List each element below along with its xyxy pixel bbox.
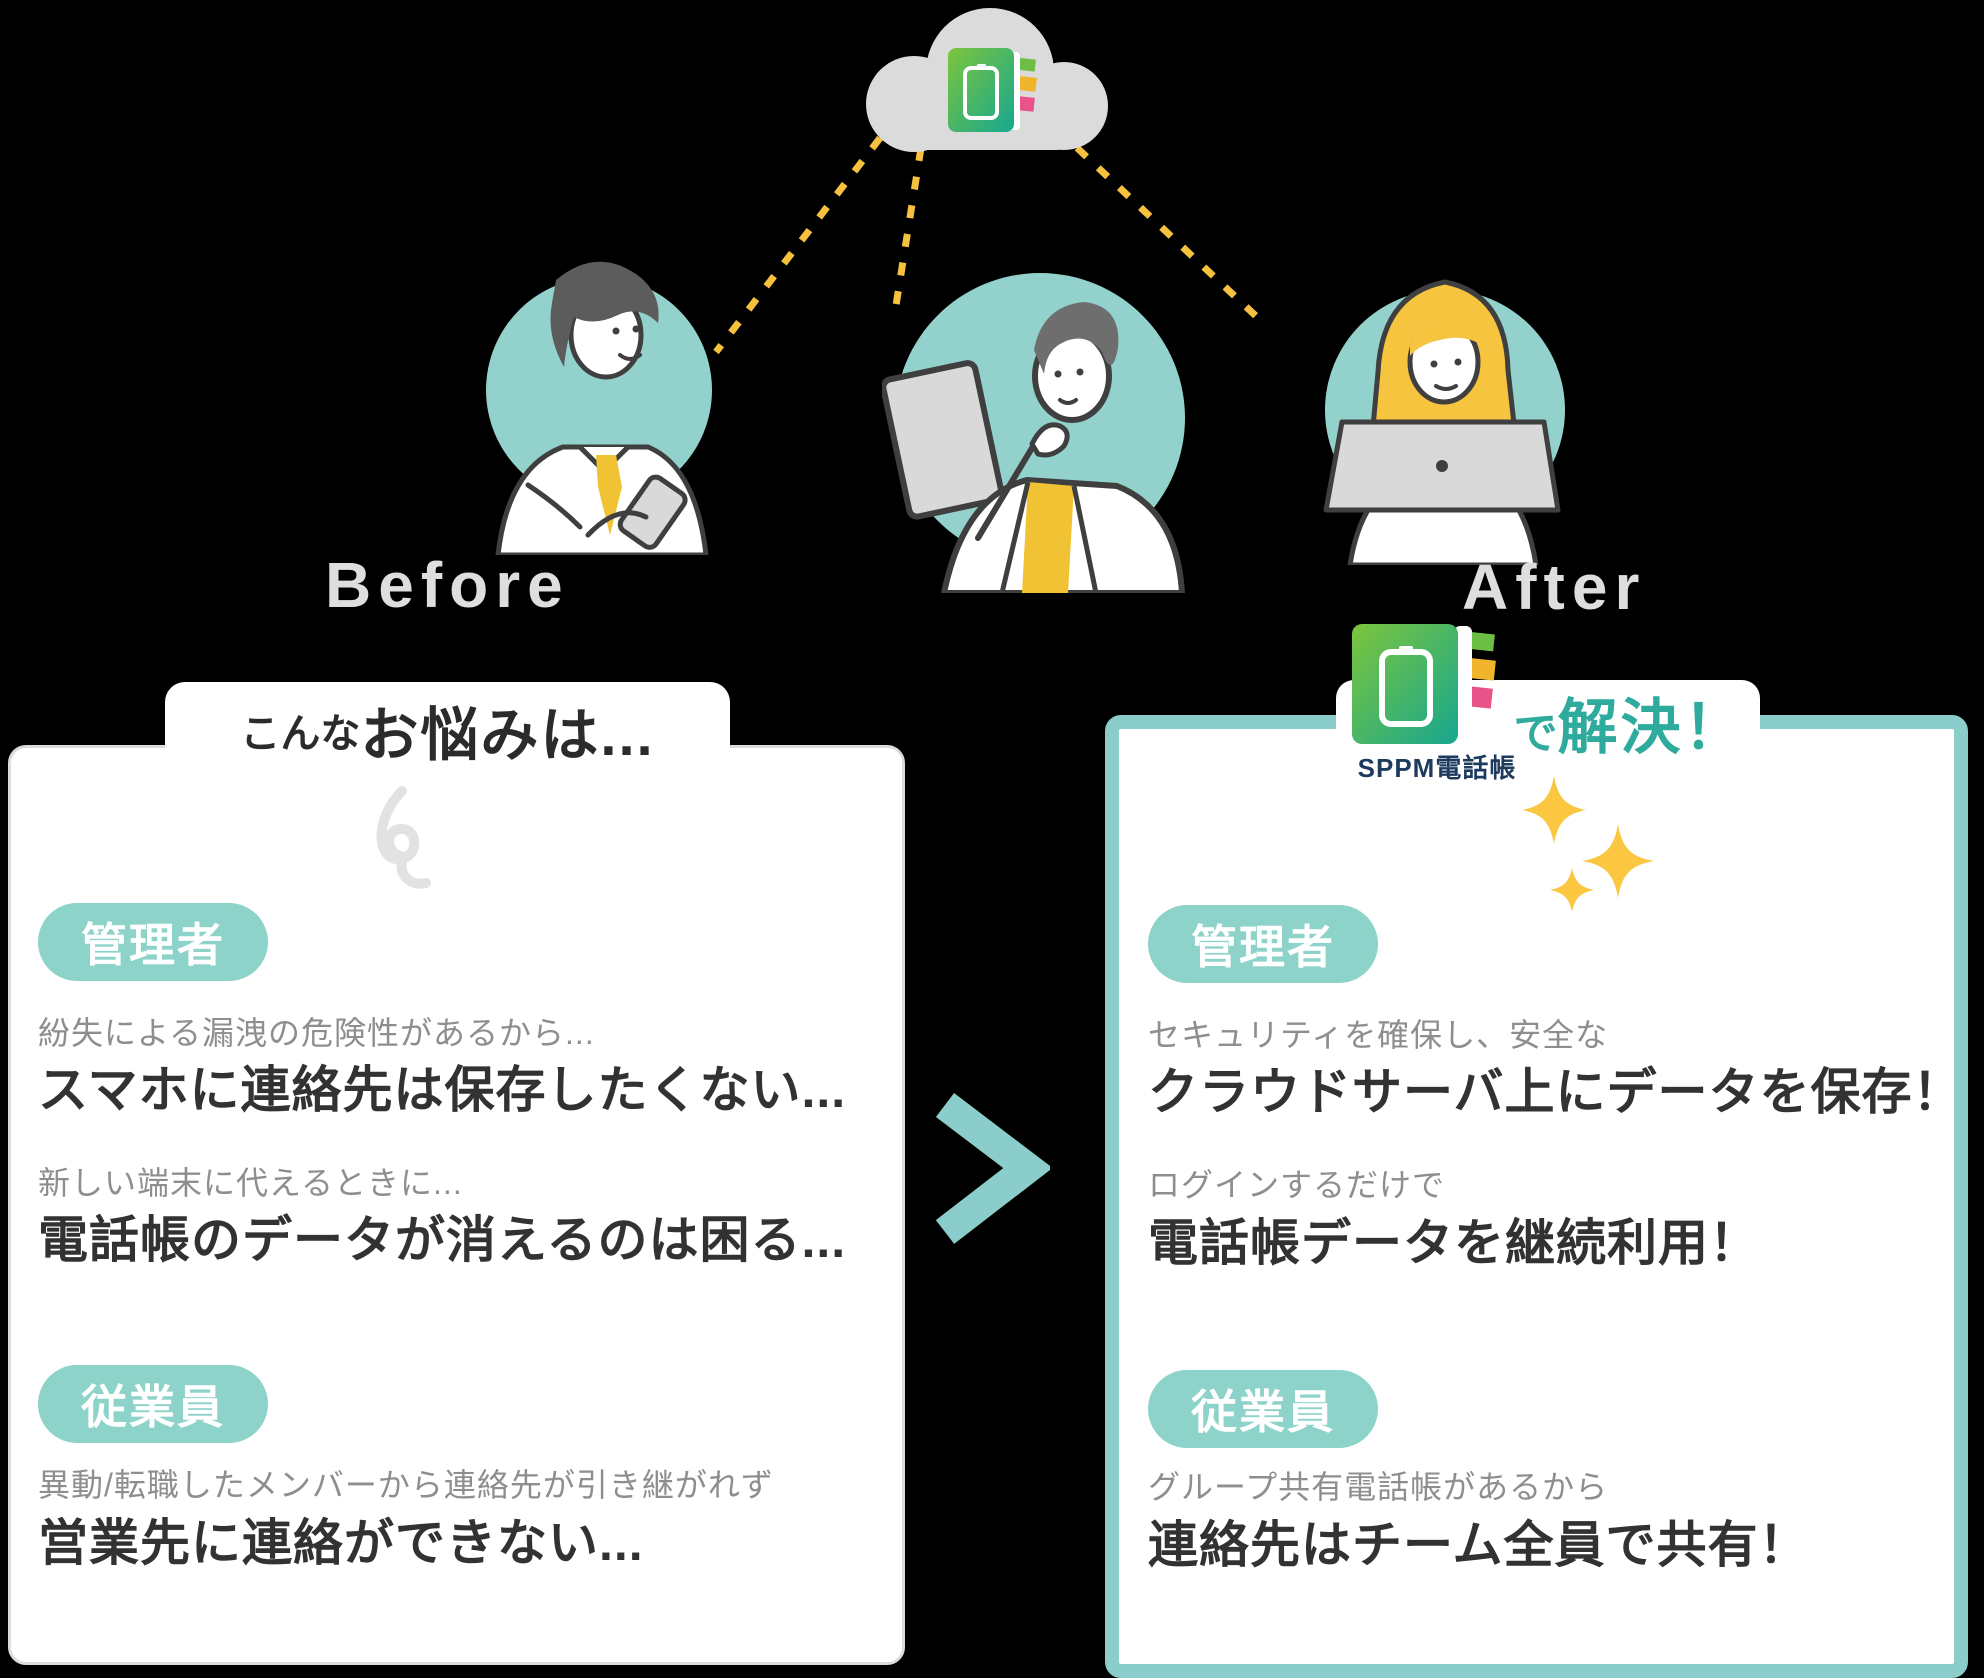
solution-title-main: 解決！ [1557,694,1747,761]
woman-with-laptop-illustration [1323,279,1565,565]
problem-main-text: スマホに連絡先は保存したくない... [38,1062,847,1118]
man-with-tablet-illustration [882,273,1186,593]
solution-main-text: 電話帳データを継続利用！ [1148,1215,1760,1271]
solution-main-text: クラウドサーバ上にデータを保存！ [1148,1064,1964,1120]
chevron-right-icon [935,1093,1050,1244]
solution-main-text: 連絡先はチーム全員で共有！ [1148,1517,1810,1573]
man-with-smartphone-illustration [486,261,712,555]
problems-card [8,745,905,1665]
after-label: After [1462,551,1647,623]
problem-main-text: 電話帳のデータが消えるのは困る... [38,1212,847,1268]
squiggle-icon [376,786,431,889]
solution-title: で解決！ [1505,678,1755,778]
sppm-phonebook-app-icon [948,48,1037,132]
solution-sub-text: グループ共有電話帳があるから [1148,1469,1609,1505]
solution-sub-text: セキュリティを確保し、安全な [1148,1017,1609,1053]
solution-sub-text: ログインするだけで [1148,1167,1446,1203]
problem-sub-text: 異動/転職したメンバーから連絡先が引き継がれず [38,1467,774,1503]
problem-main-text: 営業先に連絡ができない... [38,1515,644,1571]
solution-card [1105,715,1968,1678]
problem-sub-text: 新しい端末に代えるときに... [38,1165,463,1201]
problem-sub-text: 紛失による漏洩の危険性があるから... [38,1015,595,1051]
admin-badge: 管理者 [38,903,268,981]
employee-badge: 従業員 [1148,1370,1378,1448]
cloud-icon [866,8,1108,152]
problems-title-prefix: こんな [240,712,361,756]
admin-badge: 管理者 [1148,905,1378,983]
problems-card-title: こんなお悩みは... [165,682,730,778]
sparkles-icon [1522,776,1654,912]
employee-badge: 従業員 [38,1365,268,1443]
solution-title-particle: で [1513,709,1558,758]
before-label: Before [325,549,570,621]
app-name-label: SPPM電話帳 [1357,753,1517,783]
problems-title-main: お悩みは... [360,703,655,768]
sppm-phonebook-app-icon [1352,624,1496,744]
